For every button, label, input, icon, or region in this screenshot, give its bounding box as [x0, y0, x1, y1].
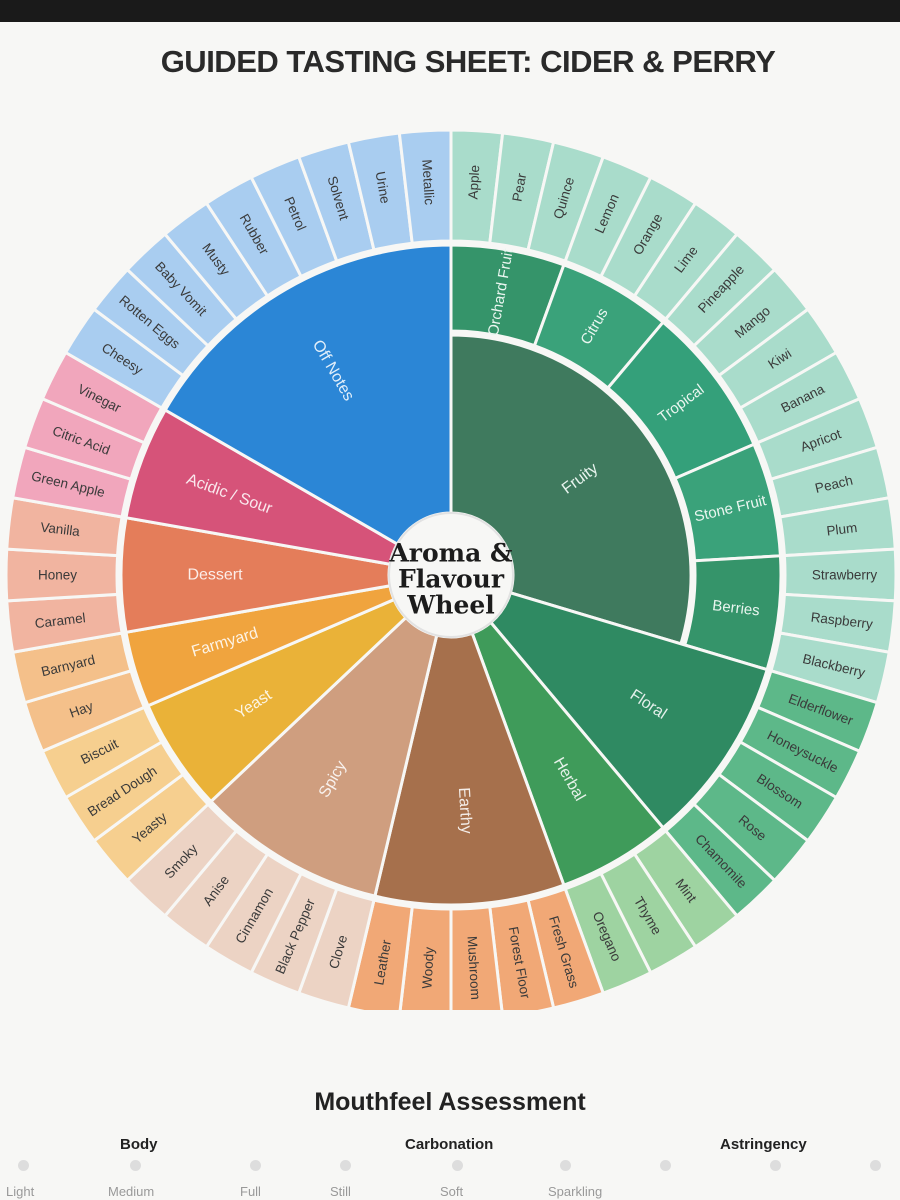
wheel-label-caramel: Caramel [34, 610, 86, 631]
wheel-label-raspberry: Raspberry [810, 610, 874, 632]
scale-label-light: Light [6, 1184, 35, 1199]
scale-label-sparkling: Sparkling [548, 1184, 603, 1199]
mouthfeel-header-carbonation: Carbonation [405, 1136, 494, 1153]
wheel-outer-metallic[interactable] [397, 128, 453, 245]
scale-dot[interactable] [18, 1160, 29, 1171]
wheel-label-apple: Apple [465, 164, 482, 199]
scale-dot[interactable] [560, 1160, 571, 1171]
mouthfeel-scale-dots [0, 1160, 900, 1178]
scale-dot[interactable] [250, 1160, 261, 1171]
scale-label-soft: Soft [440, 1184, 464, 1199]
wheel-center [388, 512, 514, 638]
wheel-label-urine: Urine [372, 170, 392, 204]
wheel-center-title-line: Wheel [406, 591, 495, 620]
scale-dot[interactable] [340, 1160, 351, 1171]
mouthfeel-header-body: Body [120, 1136, 158, 1153]
wheel-center-title-line: Aroma & [388, 539, 513, 568]
wheel-label-metallic: Metallic [419, 159, 437, 206]
wheel-label-strawberry: Strawberry [812, 568, 878, 583]
wheel-label-woody: Woody [419, 946, 436, 989]
wheel-category-label-dessert: Dessert [187, 567, 243, 584]
scale-label-still: Still [330, 1184, 351, 1199]
mouthfeel-title: Mouthfeel Assessment [314, 1088, 586, 1116]
mouthfeel-header-astringency: Astringency [720, 1136, 807, 1153]
page-title: GUIDED TASTING SHEET: CIDER & PERRY [160, 44, 776, 79]
wheel-center-title-line: Flavour [398, 565, 505, 594]
scale-dot[interactable] [660, 1160, 671, 1171]
scale-dot[interactable] [130, 1160, 141, 1171]
top-edge [0, 0, 900, 24]
scale-label-full: Full [240, 1184, 261, 1199]
wheel-subcategory-label-berries: Berries [711, 597, 760, 619]
wheel-label-honey: Honey [38, 568, 77, 583]
wheel-label-vanilla: Vanilla [40, 520, 81, 540]
wheel-label-pear: Pear [509, 172, 529, 203]
wheel-category-label-earthy: Earthy [455, 787, 475, 834]
scale-dot[interactable] [870, 1160, 881, 1171]
wheel-label-plum: Plum [826, 520, 858, 538]
scale-dot[interactable] [770, 1160, 781, 1171]
wheel-label-mushroom: Mushroom [465, 936, 484, 1001]
scale-dot[interactable] [452, 1160, 463, 1171]
scale-label-medium: Medium [108, 1184, 155, 1199]
